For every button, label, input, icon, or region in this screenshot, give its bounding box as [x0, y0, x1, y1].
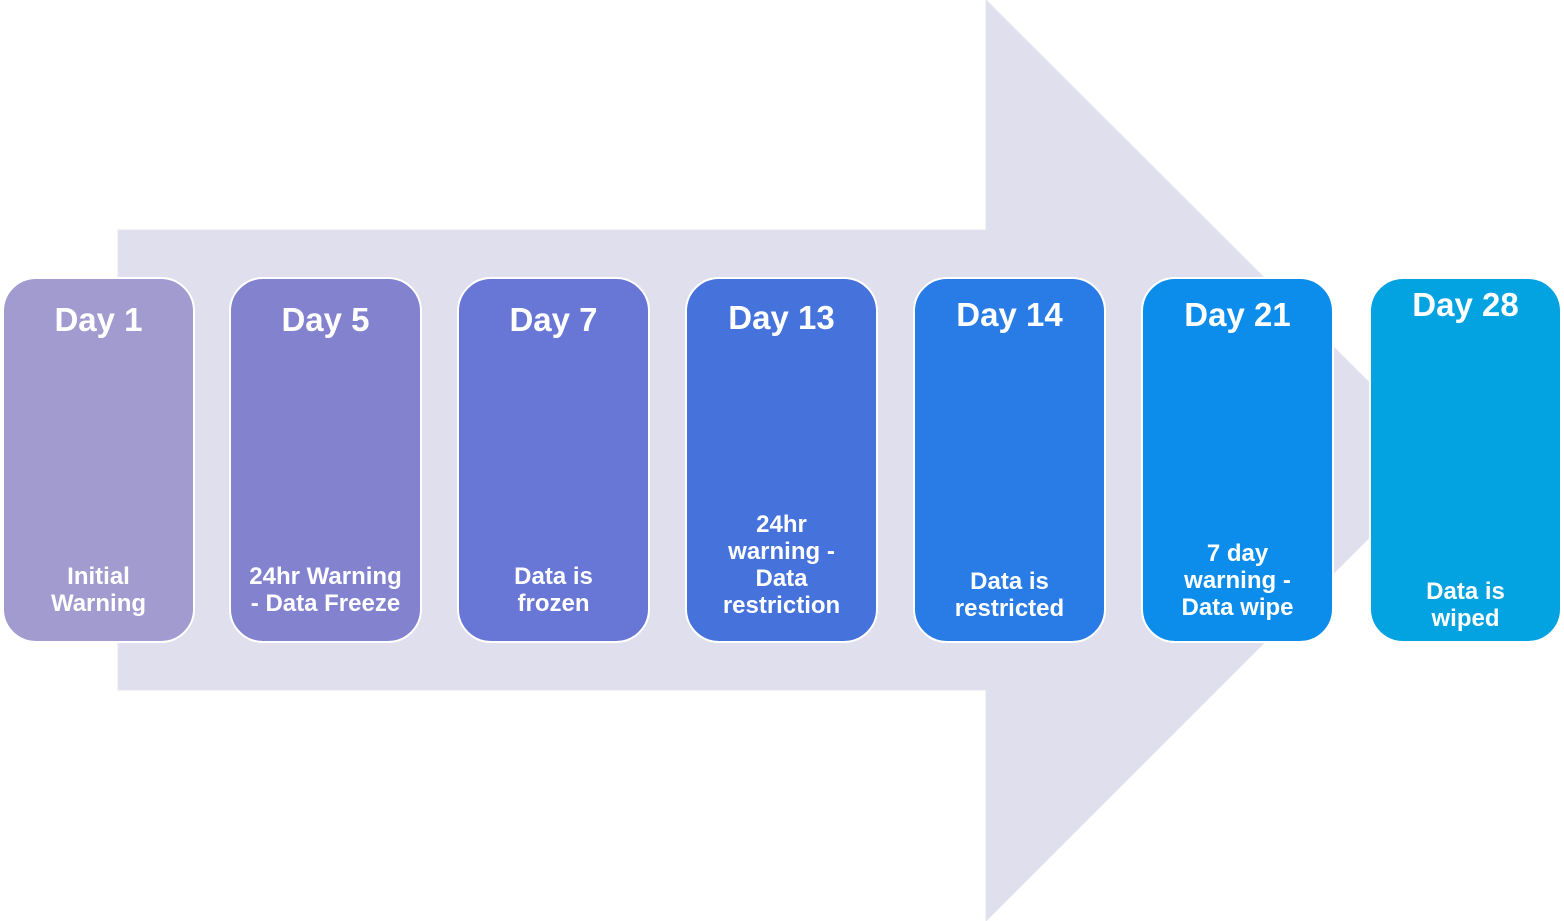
step-day-5: Day 5 24hr Warning - Data Freeze: [229, 277, 422, 643]
step-day-14: Day 14 Data is restricted: [913, 277, 1106, 643]
step-day-1: Day 1 Initial Warning: [2, 277, 195, 643]
step-description: 7 day warning - Data wipe: [1181, 540, 1294, 621]
step-day-7: Day 7 Data is frozen: [457, 277, 650, 643]
step-day-label: Day 21: [1184, 296, 1291, 333]
step-day-label: Day 5: [281, 301, 370, 338]
step-day-13: Day 13 24hr warning - Data restriction: [685, 277, 878, 643]
step-day-label: Day 13: [728, 299, 835, 336]
step-day-21: Day 21 7 day warning - Data wipe: [1141, 277, 1334, 643]
step-day-label: Day 28: [1412, 286, 1519, 323]
step-description: 24hr warning - Data restriction: [722, 511, 841, 619]
step-description: 24hr Warning - Data Freeze: [249, 563, 402, 617]
step-day-28: Day 28 Data is wiped: [1369, 277, 1562, 643]
step-day-label: Day 1: [54, 301, 143, 338]
step-description: Data is wiped: [1426, 578, 1505, 632]
step-description: Data is restricted: [954, 568, 1065, 622]
step-day-label: Day 7: [509, 301, 598, 338]
step-description: Initial Warning: [50, 563, 147, 617]
step-day-label: Day 14: [956, 296, 1063, 333]
step-description: Data is frozen: [514, 563, 593, 617]
